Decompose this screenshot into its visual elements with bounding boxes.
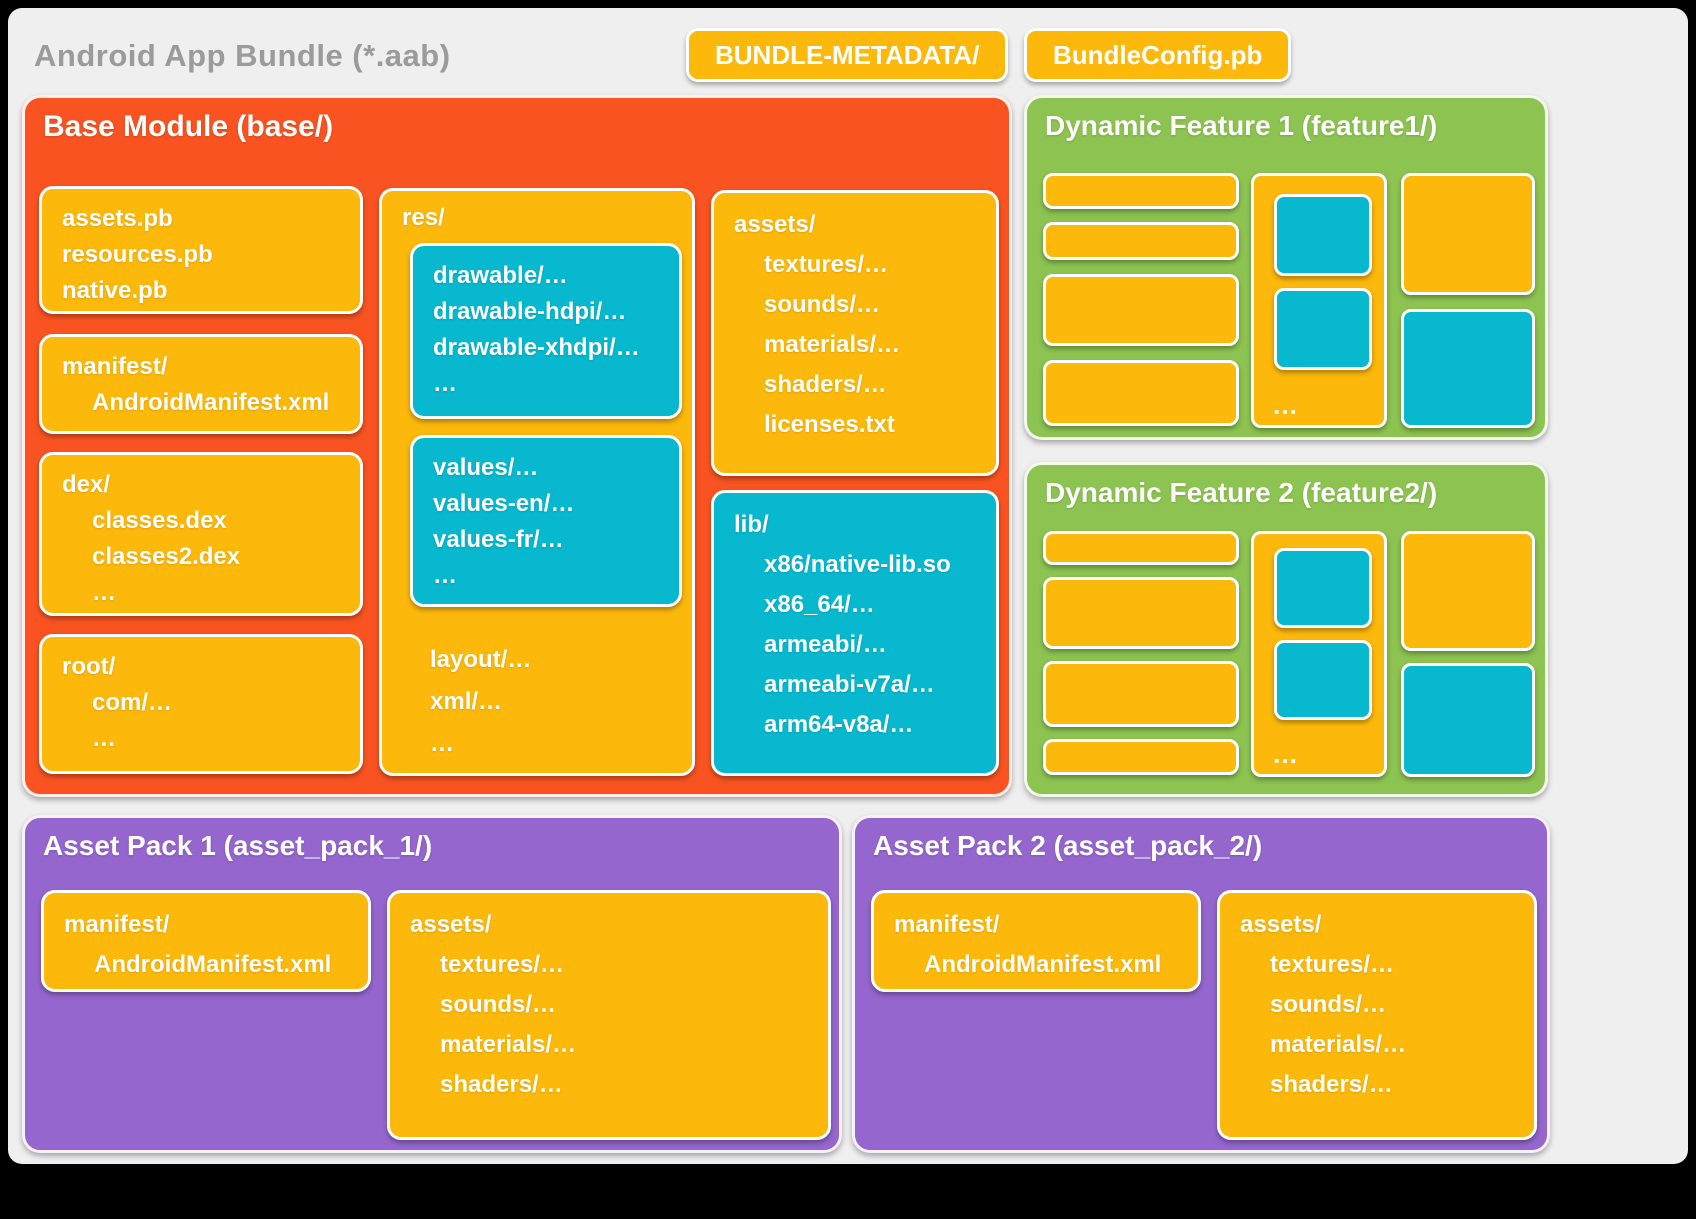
root-box: root/com/… … [39,634,363,774]
lib-box: lib/x86/native-lib.so x86_64/… armeabi/… ar… [711,490,999,776]
res-label: res/ [402,204,445,231]
values-box: values/… values-en/… values-fr/… … [410,435,682,607]
file-entry: … [433,562,457,589]
feature-mini-box [1043,661,1239,727]
page-title: Android App Bundle (*.aab) [34,38,451,73]
file-entry: … [92,725,116,752]
base-module-title: Base Module (base/) [43,110,334,143]
file-entry: x86_64/… [764,591,875,618]
asset-pack-1-title: Asset Pack 1 (asset_pack_1/) [43,830,433,861]
file-entry: drawable-xhdpi/… [433,334,640,361]
base-module-panel: Base Module (base/) assets.pb resources.p… [22,95,1012,797]
feature-mini-box [1401,309,1535,428]
feature-mini-box [1043,360,1239,426]
file-entry: … [92,579,116,606]
file-entry: AndroidManifest.xml [92,389,330,416]
asset-pack-2-title: Asset Pack 2 (asset_pack_2/) [873,830,1263,861]
file-entry: xml/… [430,688,503,715]
file-entry: materials/… [1270,1031,1407,1058]
pb-files-box: assets.pb resources.pb native.pb [39,186,363,314]
file-entry: … [430,730,454,757]
file-entry: textures/… [764,251,889,278]
file-entry: shaders/… [440,1071,563,1098]
file-entry: assets/ [1240,911,1322,938]
dynamic-feature-1-title: Dynamic Feature 1 (feature1/) [1045,110,1438,141]
asset-pack-2-assets-box: assets/textures/… sounds/… materials/… shad… [1217,890,1537,1140]
file-entry: shaders/… [1270,1071,1393,1098]
dynamic-feature-2-panel: Dynamic Feature 2 (feature2/) … [1024,462,1548,797]
asset-pack-2-panel: Asset Pack 2 (asset_pack_2/) manifest/An… [852,815,1550,1153]
assets-box: assets/textures/… sounds/… materials/… shad… [711,190,999,476]
res-tail-entries: layout/… xml/… … [430,639,531,765]
file-entry: assets/ [734,211,816,238]
asset-pack-1-panel: Asset Pack 1 (asset_pack_1/) manifest/An… [22,815,842,1153]
feature-mini-box [1043,274,1239,346]
file-entry: arm64-v8a/… [764,711,914,738]
feature-mini-res-box: … [1251,531,1387,777]
file-entry: … [433,370,457,397]
file-entry: layout/… [430,646,532,673]
file-entry: materials/… [764,331,901,358]
file-entry: com/… [92,689,173,716]
feature-ellipsis: … [1272,739,1298,769]
feature-mini-box [1401,173,1535,295]
feature-mini-box [1043,739,1239,775]
asset-pack-1-manifest-box: manifest/AndroidManifest.xml [41,890,371,992]
file-entry: values-en/… [433,490,575,517]
dex-box: dex/classes.dex classes2.dex … [39,452,363,616]
file-entry: armeabi-v7a/… [764,671,935,698]
manifest-box: manifest/AndroidManifest.xml [39,334,363,434]
file-entry: lib/ [734,511,769,538]
bundle-metadata-pill: BUNDLE-METADATA/ [686,28,1009,82]
bundle-config-pill: BundleConfig.pb [1024,28,1292,82]
file-entry: dex/ [62,471,111,498]
feature-mini-box [1043,222,1239,260]
file-entry: classes2.dex [92,543,241,570]
file-entry: resources.pb [62,241,213,268]
file-entry: materials/… [440,1031,577,1058]
res-box: res/ drawable/… drawable-hdpi/… drawable-x… [379,188,695,776]
feature-mini-box [1401,531,1535,651]
asset-pack-2-manifest-box: manifest/AndroidManifest.xml [871,890,1201,992]
file-entry: values-fr/… [433,526,564,553]
file-entry: sounds/… [764,291,881,318]
file-entry: assets/ [410,911,492,938]
diagram-canvas: Android App Bundle (*.aab) BUNDLE-METADA… [8,8,1688,1164]
feature-mini-box [1043,531,1239,565]
feature-mini-box [1043,173,1239,209]
file-entry: sounds/… [440,991,557,1018]
file-entry: manifest/ [894,911,1000,938]
file-entry: textures/… [1270,951,1395,978]
feature-mini-box [1274,640,1372,720]
feature-mini-box [1274,194,1372,276]
file-entry: assets.pb [62,205,173,232]
feature-ellipsis: … [1272,390,1298,420]
dynamic-feature-2-title: Dynamic Feature 2 (feature2/) [1045,477,1438,508]
file-entry: x86/native-lib.so [764,551,951,578]
feature-mini-box [1274,548,1372,628]
file-entry: classes.dex [92,507,227,534]
file-entry: values/… [433,454,539,481]
file-entry: armeabi/… [764,631,887,658]
file-entry: root/ [62,653,116,680]
feature-mini-box [1043,577,1239,649]
feature-mini-box [1401,663,1535,777]
dynamic-feature-1-panel: Dynamic Feature 1 (feature1/) … [1024,95,1548,440]
feature-mini-box [1274,288,1372,370]
drawable-box: drawable/… drawable-hdpi/… drawable-xhdpi/… [410,243,682,419]
file-entry: drawable-hdpi/… [433,298,627,325]
file-entry: manifest/ [62,353,168,380]
asset-pack-1-assets-box: assets/textures/… sounds/… materials/… shad… [387,890,831,1140]
file-entry: AndroidManifest.xml [94,951,332,978]
file-entry: sounds/… [1270,991,1387,1018]
file-entry: shaders/… [764,371,887,398]
file-entry: textures/… [440,951,565,978]
file-entry: manifest/ [64,911,170,938]
file-entry: native.pb [62,277,168,304]
feature-mini-res-box: … [1251,173,1387,428]
file-entry: licenses.txt [764,411,895,438]
file-entry: AndroidManifest.xml [924,951,1162,978]
file-entry: drawable/… [433,262,568,289]
